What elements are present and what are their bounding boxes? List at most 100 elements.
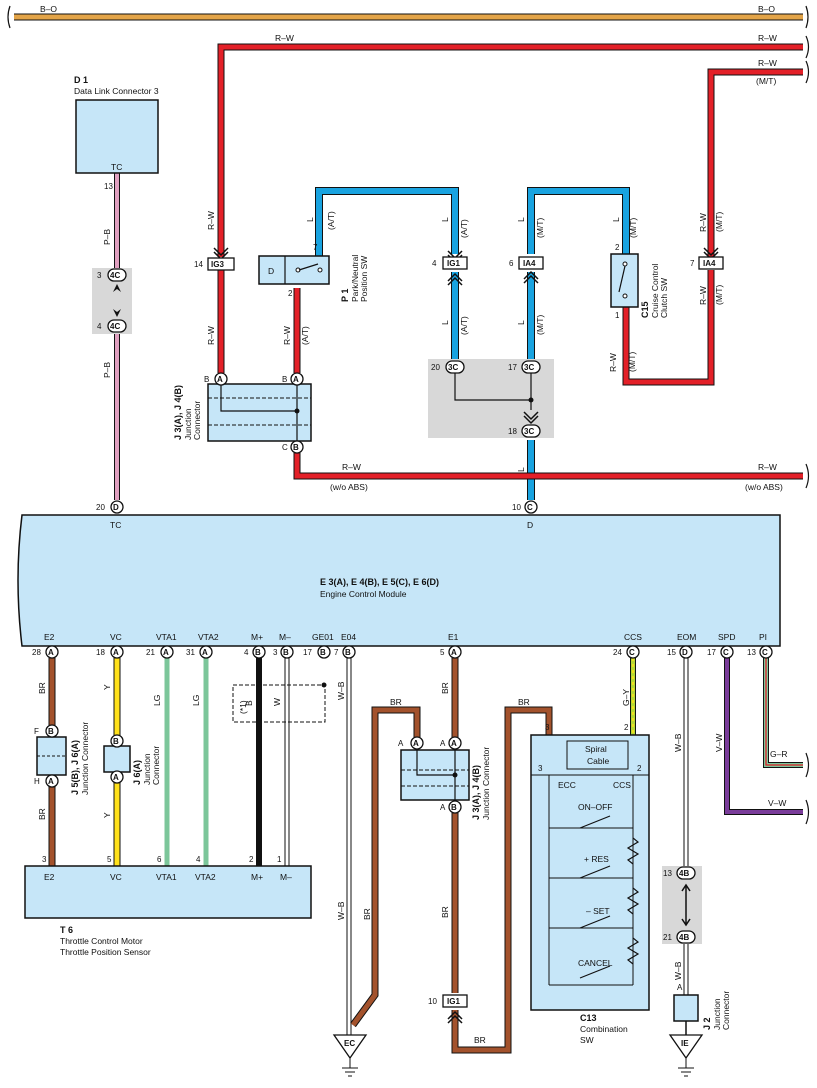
ecm-term-vta1: VTA1 (156, 632, 177, 642)
p1-code: P 1 (340, 289, 350, 302)
ecm-term-spd: SPD (718, 632, 735, 642)
svg-text:B: B (345, 648, 351, 657)
connector-4b-bottom: 4B (676, 930, 696, 944)
j3b-pin-a1: A (398, 739, 404, 748)
j3j4b-name: Junction Connector (481, 747, 491, 820)
lg-label-vta2: LG (191, 695, 201, 706)
mt-vertical-label: (M/T) (714, 212, 724, 232)
pin-b-j3-3: B (290, 440, 304, 454)
ecm-term-vta2: VTA2 (198, 632, 219, 642)
p1-name2: Position SW (359, 256, 369, 302)
svg-text:3C: 3C (524, 427, 534, 436)
vw-label-v: V–W (714, 734, 724, 752)
junction-4b-arrow-icon (681, 883, 691, 927)
c13-spiral-line1: Spiral (585, 744, 607, 754)
svg-text:B: B (113, 737, 119, 746)
c13-on-off: ON–OFF (578, 802, 612, 812)
c13-ccs: CCS (613, 780, 631, 790)
svg-text:B: B (255, 648, 261, 657)
svg-text:4C: 4C (110, 271, 120, 280)
pin-a-j3-2: A (290, 372, 304, 386)
svg-text:A: A (413, 739, 419, 748)
br-label-e1-b: BR (440, 906, 450, 918)
wire-pi-gr (763, 658, 803, 768)
pin-c-d: C (524, 500, 538, 514)
ecm-term-e04: E04 (341, 632, 356, 642)
svg-text:IG1: IG1 (447, 259, 460, 268)
gy-label: G–Y (621, 689, 631, 706)
pin-3c-18: 18 (508, 427, 517, 436)
ecm-term-mminus: M– (279, 632, 291, 642)
j3j4-code: J 3(A), J 4(B) (173, 385, 183, 440)
c13-res: + RES (584, 854, 609, 864)
t6-term-e2: E2 (44, 872, 55, 882)
wb-label-e04: W–B (336, 681, 346, 700)
connector-ig1-top: IG1 (442, 250, 468, 270)
vw-label-h: V–W (768, 798, 786, 808)
c15-name1: Cruise Control (650, 264, 660, 318)
rw-p1-label: R–W (282, 326, 292, 345)
ecm-term-mplus: M+ (251, 632, 263, 642)
t6-term-vta2: VTA2 (195, 872, 216, 882)
rw-mt-label: R–W (758, 58, 777, 68)
j2-name1: Junction (712, 998, 722, 1030)
svg-text:3C: 3C (448, 363, 458, 372)
bo-label-right: B–O (758, 4, 775, 14)
note-1-label: (*1) (238, 700, 248, 714)
pin-4c-4: 4 (97, 322, 102, 331)
d1-code: D 1 (74, 75, 88, 85)
br-label-e1: BR (440, 682, 450, 694)
pin-eom-15: 15 (667, 648, 676, 657)
j3-pin-label-b1: B (204, 375, 209, 384)
connector-3c-17: 3C (521, 360, 541, 374)
d1-terminal: TC (111, 162, 122, 172)
c13-code: C13 (580, 1013, 597, 1023)
svg-text:D: D (113, 503, 119, 512)
ecm-box (17, 514, 781, 647)
lg-label-vta1: LG (152, 695, 162, 706)
rw-wire-wo-abs (293, 453, 803, 480)
ecm-term-pi: PI (759, 632, 767, 642)
pin-spd-17: 17 (707, 648, 716, 657)
c13-name2: SW (580, 1035, 594, 1045)
svg-text:A: A (163, 648, 169, 657)
t6-name1: Throttle Control Motor (60, 936, 143, 946)
ground-ie-icon (668, 1034, 704, 1077)
d1-name: Data Link Connector 3 (74, 86, 159, 96)
ecm-term-ge01: GE01 (312, 632, 334, 642)
t6-pin-6: 6 (157, 855, 162, 864)
svg-text:A: A (293, 375, 299, 384)
svg-text:A: A (48, 777, 54, 786)
pin-a-j3-1: A (214, 372, 228, 386)
pin-ig3-14: 14 (194, 260, 203, 269)
ecm-name: Engine Control Module (320, 589, 407, 599)
connector-ig3: IG3 (207, 247, 235, 271)
mt-label-ia4-b: (M/T) (535, 315, 545, 335)
svg-text:IG1: IG1 (447, 997, 460, 1006)
j2-code: J 2 (702, 1017, 712, 1030)
pin-e04-7: 7 (334, 648, 339, 657)
pin-ia4-6: 6 (509, 259, 514, 268)
at-label-ig1: (A/T) (459, 219, 469, 238)
pin-21: 21 (146, 648, 155, 657)
ecm-term-e2: E2 (44, 632, 55, 642)
j3j4-connector-bottom: A A B (400, 736, 470, 814)
d1-box (75, 99, 159, 174)
svg-text:C: C (629, 648, 635, 657)
ground-ec-label: EC (344, 1039, 355, 1048)
mt-label-c15: (M/T) (628, 218, 638, 238)
connector-4c-top: 4C (107, 268, 127, 282)
c15-name2: Clutch SW (659, 278, 669, 318)
l-label-ig1: L (440, 217, 450, 222)
pin-d-10: 10 (512, 503, 521, 512)
ecm-term-e1: E1 (448, 632, 459, 642)
svg-text:IG3: IG3 (211, 260, 224, 269)
y-label-vc: Y (102, 684, 112, 690)
j3b-pin-a3: A (440, 803, 446, 812)
j6-name2: Connector (151, 746, 161, 785)
p1-switch: D (258, 255, 330, 285)
svg-text:C: C (762, 648, 768, 657)
bo-bus (7, 5, 809, 29)
pin-31: 31 (186, 648, 195, 657)
